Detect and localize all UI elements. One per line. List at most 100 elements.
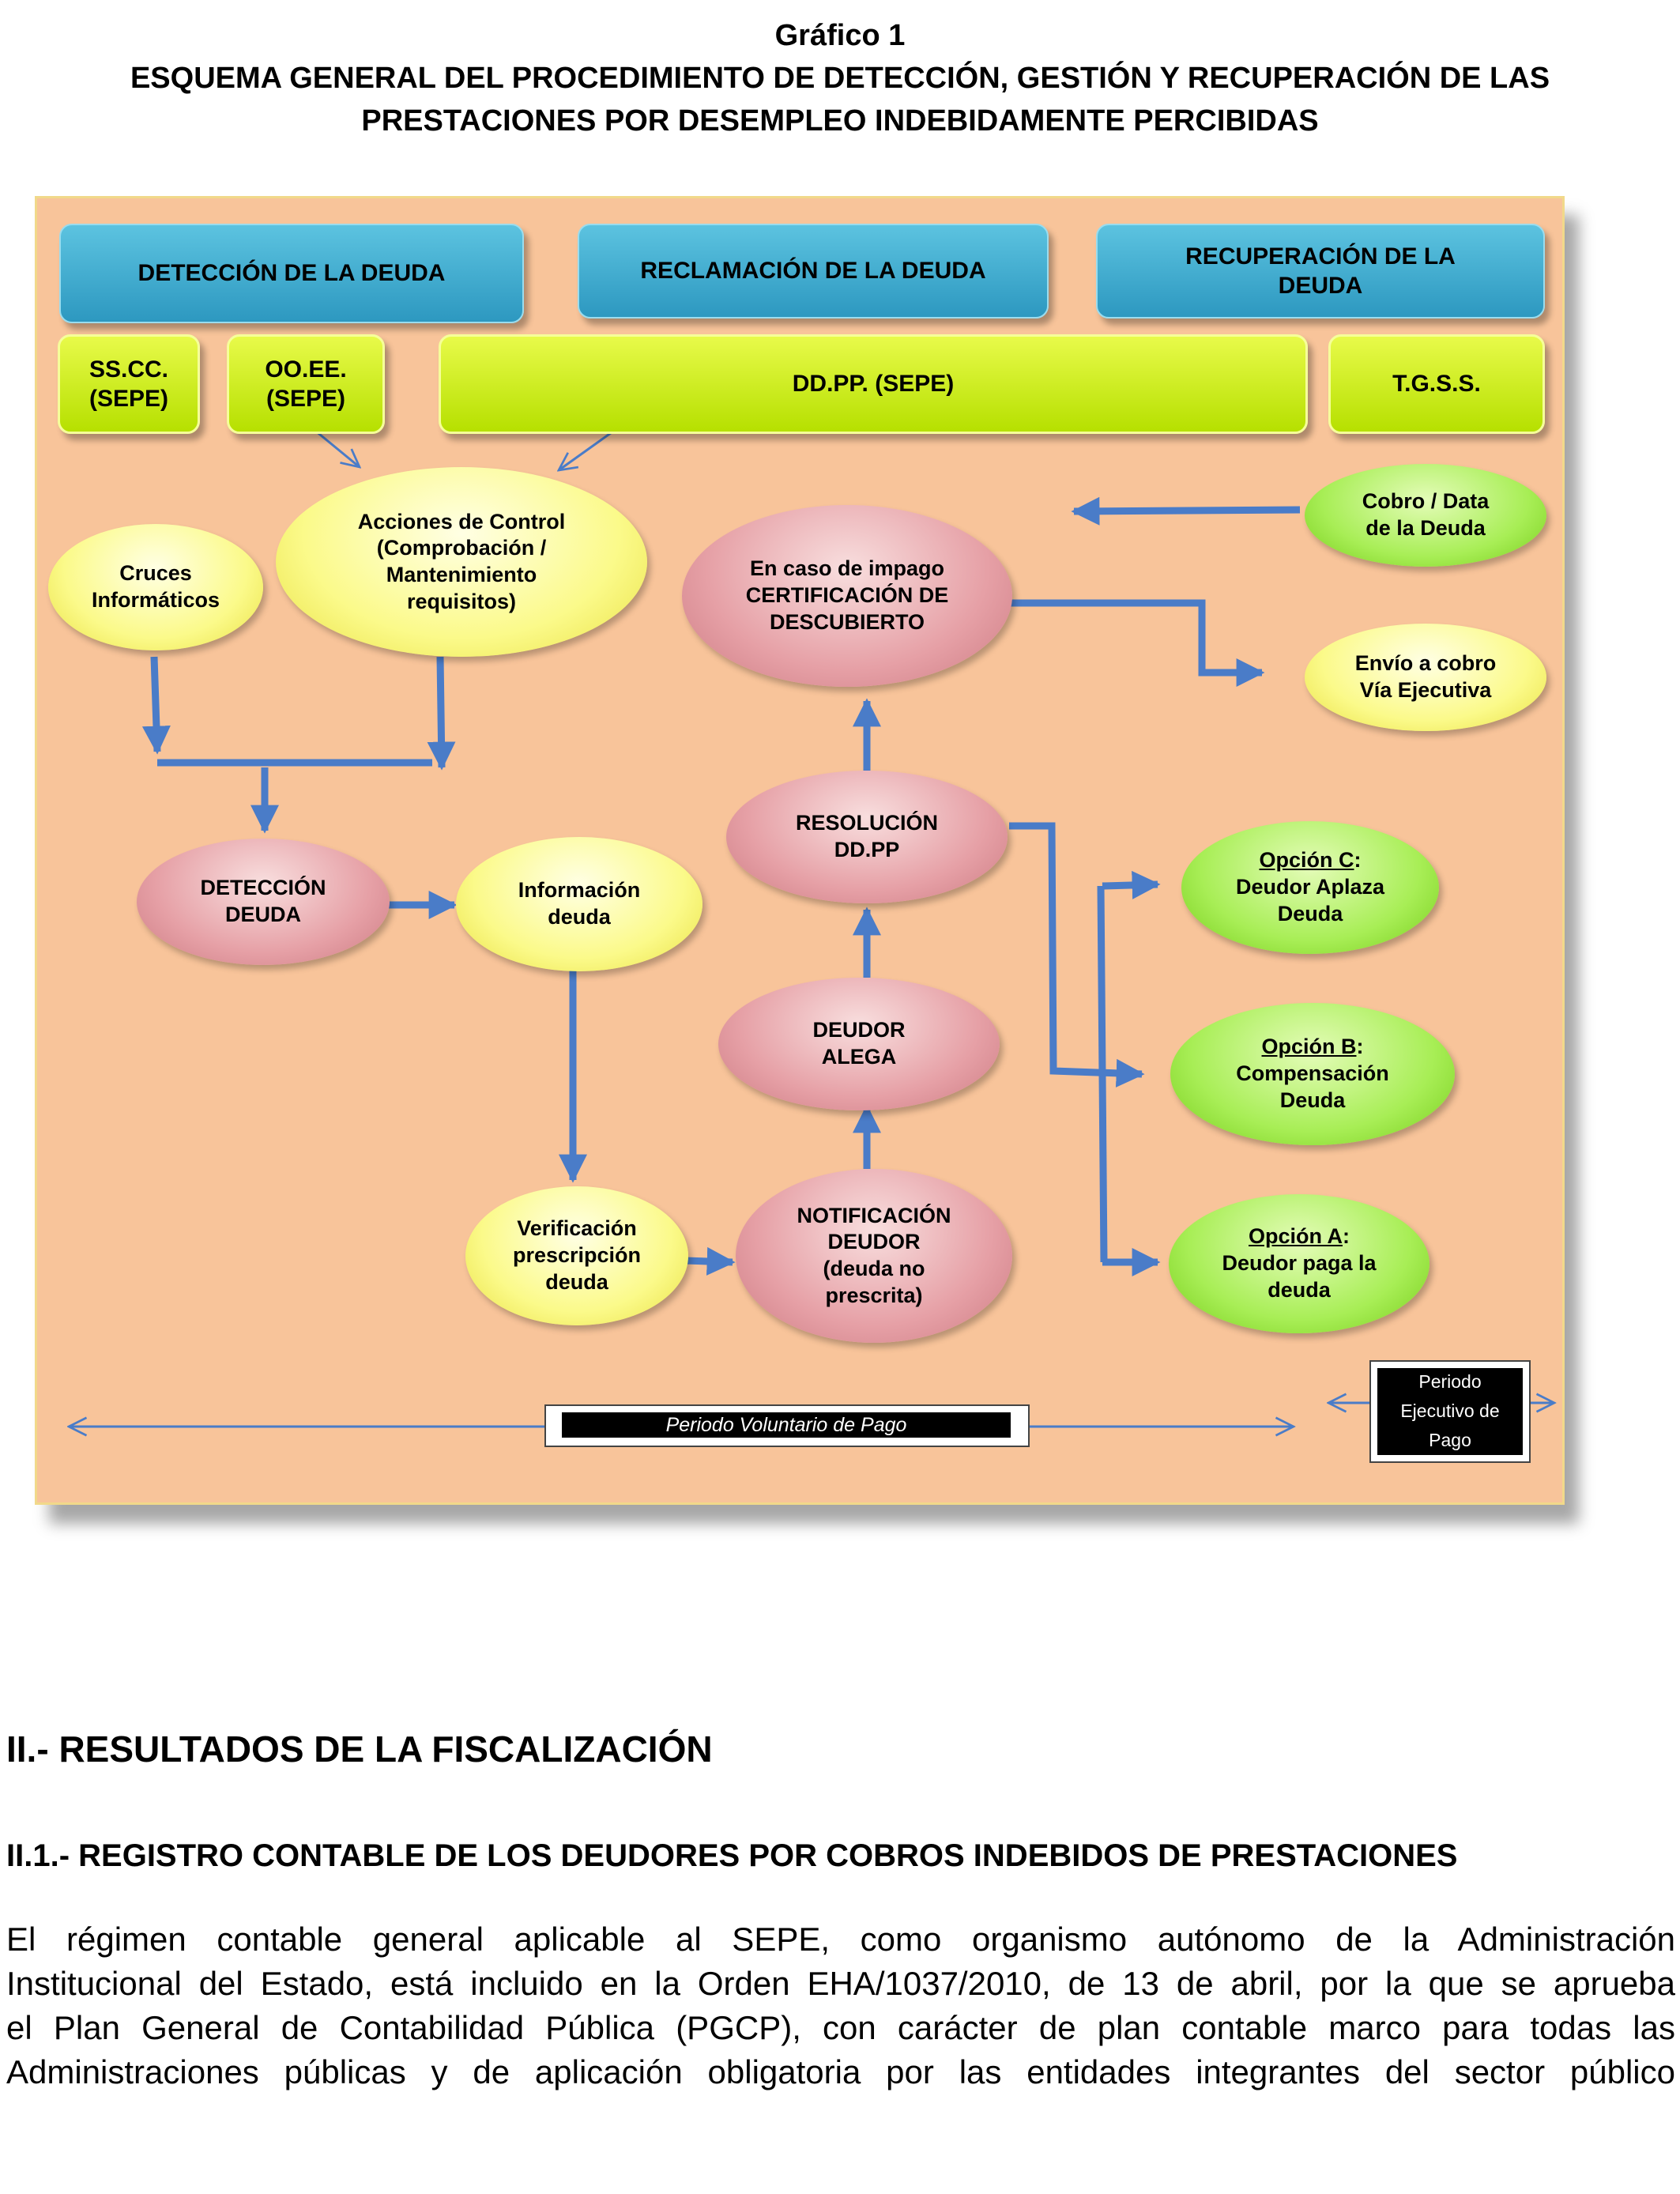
org-ooee-label-1: OO.EE. [265,356,347,383]
body-line: El régimen contable general aplicable al… [6,1921,1675,1958]
node-opcion-b-line-2: Compensación [1236,1061,1389,1086]
node-verificacion-line-3: deuda [545,1269,608,1294]
node-acciones-line-1: Acciones de Control [357,509,566,533]
node-impago-line-3: DESCUBIERTO [769,609,925,634]
node-opcion-c: Opción C: Deudor Aplaza Deuda [1181,821,1439,954]
node-notificacion-line-3: (deuda no [823,1257,925,1280]
body-line: el Plan General de Contabilidad Pública … [6,2009,1675,2046]
node-acciones-control: Acciones de Control (Comprobación / Mant… [276,467,647,657]
org-sscc-label-1: SS.CC. [89,356,169,383]
phase-recuperacion-label-1: RECUPERACIÓN DE LA [1185,243,1456,270]
arrow-cruces-down [141,656,171,755]
period-ejecutivo-label: Periodo Ejecutivo de Pago [1369,1360,1531,1463]
node-notificacion-line-4: prescrita) [825,1283,923,1307]
org-sscc-label-2: (SEPE) [89,386,169,412]
arrow-verificacion-notificacion [684,1246,736,1276]
node-opcion-c-line-3: Deuda [1277,901,1343,925]
section-heading: II.- RESULTADOS DE LA FISCALIZACIÓN [6,1728,713,1770]
period-ejecutivo-line-2: Ejecutivo de [1377,1397,1523,1427]
node-deteccion-line-2: DEUDA [224,903,301,926]
node-cruces-line-2: Informáticos [91,588,220,612]
arrow-opcion-c [1102,870,1161,899]
node-envio-line-2: Vía Ejecutiva [1359,678,1492,702]
node-certificacion-descubierto: En caso de impago CERTIFICACIÓN DE DESCU… [682,505,1012,687]
node-deteccion-line-1: DETECCIÓN [200,876,326,900]
node-notificacion-deudor: NOTIFICACIÓN DEUDOR (deuda no prescrita) [736,1169,1012,1343]
node-resolucion-ddpp: RESOLUCIÓN DD.PP [726,771,1008,903]
period-ejecutivo-text: Periodo Ejecutivo de Pago [1377,1368,1523,1456]
node-opcion-b: Opción B: Compensación Deuda [1170,1003,1455,1145]
phase-reclamacion-label: RECLAMACIÓN DE LA DEUDA [640,258,986,285]
arrow-ddpp-acciones [559,429,615,470]
org-tgss-label: T.G.S.S. [1392,371,1481,398]
node-deudor-alega: DEUDOR ALEGA [718,978,1000,1110]
org-tgss: T.G.S.S. [1328,334,1545,434]
connector-arrows [37,429,1562,1502]
opcion-b-colon: : [1356,1035,1364,1059]
node-verificacion-line-2: prescripción [512,1243,642,1268]
body-line: Administraciones públicas y de aplicació… [6,2053,1675,2090]
node-cobro-line-1: Cobro / Data [1362,489,1490,514]
node-cruces-line-1: Cruces [119,561,192,586]
arrow-impago-envio [1011,599,1265,687]
arrow-resolucion-opcion-b [1009,822,1145,1088]
opcion-a-label: Opción A [1249,1224,1343,1249]
arrow-ooee-acciones [315,429,360,467]
opcion-c-colon: : [1354,848,1362,873]
node-opcion-a-line-2: Deudor paga la [1222,1251,1377,1276]
node-deudor-line-2: ALEGA [821,1045,897,1069]
node-impago-line-1: En caso de impago [749,556,945,581]
figure-title-line2: PRESTACIONES POR DESEMPLEO INDEBIDAMENTE… [361,104,1319,138]
period-voluntario-label: Periodo Voluntario de Pago [544,1404,1030,1447]
org-ddpp-label: DD.PP. (SEPE) [792,371,955,398]
phase-deteccion: DETECCIÓN DE LA DEUDA [59,224,524,323]
node-opcion-a-line-3: deuda [1268,1277,1331,1302]
node-acciones-line-3: Mantenimiento [386,563,537,586]
node-envio-via-ejecutiva: Envío a cobro Vía Ejecutiva [1305,624,1546,731]
body-line: Institucional del Estado, está incluido … [6,1965,1675,2002]
node-resolucion-line-2: DD.PP [834,838,900,861]
node-informacion-line-2: deuda [548,905,611,929]
org-ooee-label-2: (SEPE) [266,386,346,412]
node-opcion-c-line-2: Deudor Aplaza [1235,875,1385,899]
org-ooee: OO.EE. (SEPE) [227,334,385,434]
node-acciones-line-4: requisitos) [406,589,517,613]
org-sscc: SS.CC. (SEPE) [58,334,200,434]
opcion-b-label: Opción B [1261,1035,1357,1059]
node-opcion-b-line-3: Deuda [1279,1088,1346,1112]
phase-recuperacion: RECUPERACIÓN DE LA DEUDA [1096,224,1545,319]
node-informacion-line-1: Información [518,878,641,903]
opcion-c-label: Opción C [1259,848,1354,873]
node-resolucion-line-1: RESOLUCIÓN [795,811,938,835]
period-voluntario-text: Periodo Voluntario de Pago [562,1412,1011,1438]
body-paragraph: El régimen contable general aplicable al… [6,1917,1675,2094]
node-verificacion-prescripcion: Verificación prescripción deuda [465,1186,688,1325]
node-opcion-b-line-1: Opción B: [1262,1034,1364,1061]
node-envio-line-1: Envío a cobro [1354,651,1497,676]
period-ejecutivo-line-1: Periodo [1377,1368,1523,1397]
org-ddpp: DD.PP. (SEPE) [439,334,1308,434]
node-deudor-line-1: DEUDOR [812,1018,906,1042]
node-impago-line-2: CERTIFICACIÓN DE [745,583,949,608]
figure-number: Gráfico 1 [774,19,906,52]
section-subheading: II.1.- REGISTRO CONTABLE DE LOS DEUDORES… [6,1838,1458,1873]
phase-recuperacion-label-2: DEUDA [1278,273,1363,299]
figure-title-line1: ESQUEMA GENERAL DEL PROCEDIMIENTO DE DET… [130,62,1550,95]
node-informacion-deuda: Información deuda [456,837,703,971]
arrow-cobro-back [1071,496,1301,526]
node-opcion-a-line-1: Opción A: [1249,1223,1350,1250]
node-opcion-c-line-1: Opción C: [1260,847,1362,874]
opcion-a-colon: : [1343,1224,1350,1249]
node-acciones-line-2: (Comprobación / [376,536,547,560]
procedure-diagram: DETECCIÓN DE LA DEUDA RECLAMACIÓN DE LA … [35,196,1565,1505]
node-notificacion-line-1: NOTIFICACIÓN [797,1203,951,1227]
node-cobro-data: Cobro / Data de la Deuda [1305,464,1546,567]
node-verificacion-line-1: Verificación [517,1216,637,1241]
phase-reclamacion: RECLAMACIÓN DE LA DEUDA [578,224,1049,319]
node-cobro-line-2: de la Deuda [1365,516,1486,540]
node-deteccion-deuda: DETECCIÓN DEUDA [137,839,390,965]
node-cruces-informaticos: Cruces Informáticos [48,524,263,650]
options-vertical-line [1097,885,1108,1263]
arrow-acciones-down [427,656,456,771]
node-opcion-a: Opción A: Deudor paga la deuda [1169,1194,1430,1333]
